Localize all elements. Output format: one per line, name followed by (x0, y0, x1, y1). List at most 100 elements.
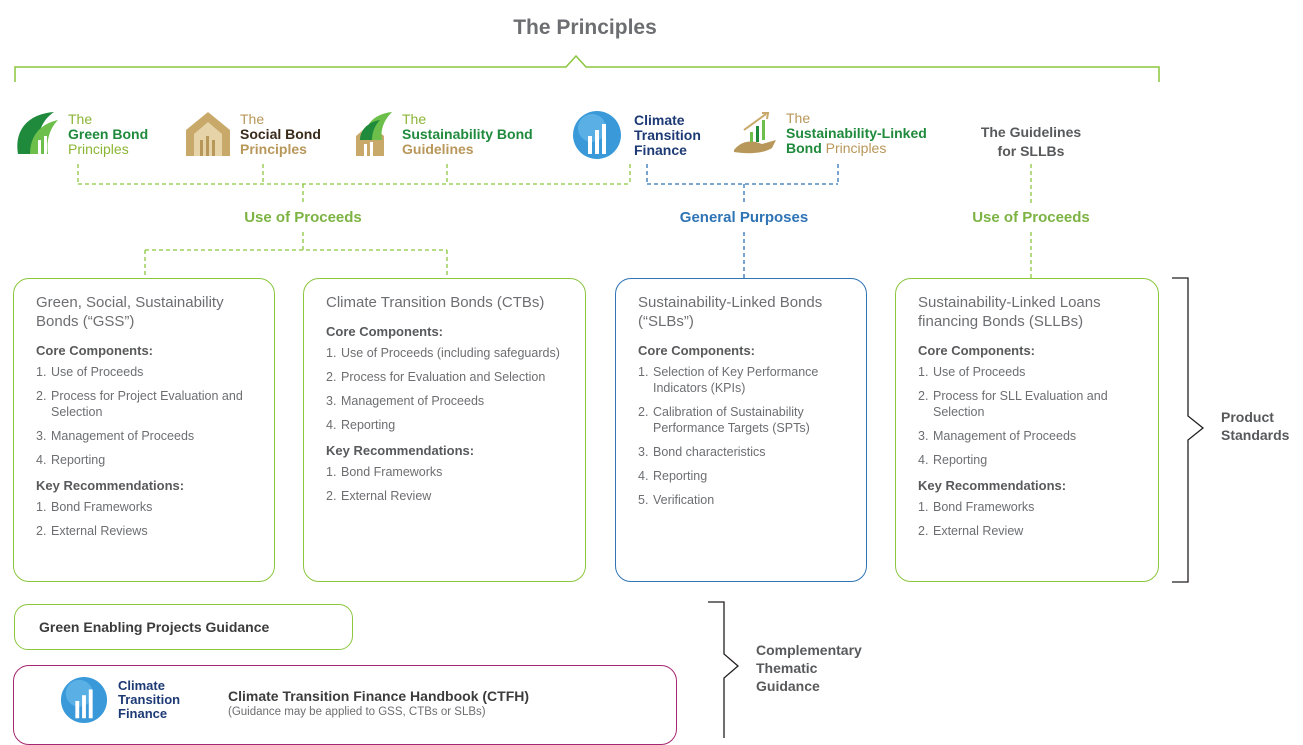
list-item: Management of Proceeds (326, 393, 485, 409)
product-standards-line1: Product (1221, 409, 1274, 425)
green-enabling-label: Green Enabling Projects Guidance (39, 619, 270, 635)
complementary-line2: Thematic (756, 660, 818, 676)
sllb-line1: The Guidelines (980, 124, 1082, 140)
slbp-small-text: The (786, 109, 811, 126)
list-item: Process for Evaluation and Selection (326, 369, 546, 385)
list-item: Use of Proceeds (36, 364, 144, 380)
principles-bracket (14, 54, 1160, 82)
list-item: Bond Frameworks (36, 499, 153, 515)
section-heading: Key Recommendations: (918, 478, 1067, 493)
green-bond-leaf-icon (17, 112, 58, 154)
sustainability-bond-icon (356, 112, 392, 156)
list-item: Use of Proceeds (918, 364, 1026, 380)
page-title: The Principles (513, 16, 657, 39)
ctf-line1: Climate (634, 111, 685, 128)
core-components-list: Use of Proceeds Process for Project Eval… (36, 364, 254, 468)
card-title: Climate Transition Bonds (CTBs) (326, 294, 545, 311)
ctfh-logo-line3: Finance (118, 706, 168, 721)
ctfh-logo-line2: Transition (118, 692, 181, 707)
list-item: Management of Proceeds (918, 428, 1077, 444)
list-item: Selection of Key Performance Indicators … (638, 364, 819, 395)
social-bond-house-icon (186, 112, 230, 156)
globe-icon (60, 676, 108, 724)
ctf-line3: Finance (634, 141, 687, 158)
general-purposes-label: General Purposes (679, 209, 809, 226)
list-item: Calibration of Sustainability Performanc… (638, 404, 810, 435)
use-of-proceeds-label: Use of Proceeds (244, 209, 362, 226)
slbp-line1: Sustainability-Linked (786, 124, 927, 141)
hand-growth-icon (734, 112, 776, 154)
list-item: External Review (326, 488, 432, 504)
sbg-line1: Sustainability Bond (402, 125, 533, 142)
ctf-line2: Transition (634, 126, 701, 143)
list-item: Bond characteristics (638, 444, 766, 460)
slbp-line2a: Bond (786, 139, 822, 156)
climate-transition-finance-logo: Climate Transition Finance (572, 110, 701, 160)
gbp-line1: Green Bond (68, 125, 149, 142)
card-title: Sustainability-Linked Bonds (“SLBs”) (638, 294, 823, 330)
core-components-list: Use of Proceeds (including safeguards) P… (326, 345, 565, 433)
list-item: Bond Frameworks (326, 464, 443, 480)
section-heading: Key Recommendations: (326, 443, 475, 458)
list-item: Reporting (326, 417, 396, 433)
list-item: External Review (918, 523, 1024, 539)
list-item: Process for SLL Evaluation and Selection (918, 388, 1108, 419)
list-item: External Reviews (36, 523, 148, 539)
sbp-line1: Social Bond (240, 125, 321, 142)
product-standards-line2: Standards (1221, 427, 1290, 443)
gbp-line2: Principles (68, 140, 129, 157)
sustainability-linked-bond-principles-logo: The Sustainability-Linked Bond Principle… (732, 110, 927, 156)
sbp-line2: Principles (240, 140, 307, 157)
card-sllb: Sustainability-Linked Loans financing Bo… (895, 278, 1159, 582)
card-title: Green, Social, Sustainability Bonds (“GS… (36, 294, 224, 330)
complementary-thematic-guidance-label: Complementary Thematic Guidance (756, 641, 862, 695)
list-item: Management of Proceeds (36, 428, 195, 444)
card-gss: Green, Social, Sustainability Bonds (“GS… (13, 278, 275, 582)
sbg-small-text: The (402, 110, 427, 127)
sllb-line2: for SLLBs (997, 143, 1065, 159)
list-item: Process for Project Evaluation and Selec… (36, 388, 243, 419)
core-components-list: Selection of Key Performance Indicators … (638, 364, 846, 508)
ctfh-logo: Climate Transition Finance (60, 676, 180, 724)
slbp-line2b: Principles (825, 139, 887, 156)
key-recommendations-list: Bond Frameworks External Review (918, 499, 1138, 539)
gbp-small-text: The (68, 110, 93, 127)
section-heading: Key Recommendations: (36, 478, 185, 493)
list-item: Bond Frameworks (918, 499, 1035, 515)
section-heading: Core Components: (918, 343, 1035, 358)
ctfh-title: Climate Transition Finance Handbook (CTF… (228, 688, 530, 704)
general-purposes-connectors (646, 164, 839, 279)
sbp-small-text: The (240, 110, 265, 127)
key-recommendations-list: Bond Frameworks External Review (326, 464, 565, 504)
list-item: Reporting (36, 452, 106, 468)
list-item: Reporting (638, 468, 708, 484)
card-slb: Sustainability-Linked Bonds (“SLBs”) Cor… (615, 278, 867, 582)
list-item: Use of Proceeds (including safeguards) (326, 345, 560, 361)
globe-icon (573, 111, 621, 159)
green-enabling-projects-guidance: Green Enabling Projects Guidance (14, 604, 353, 650)
complementary-bracket (708, 601, 739, 738)
social-bond-principles-logo: The Social Bond Principles (184, 110, 321, 158)
section-heading: Core Components: (326, 324, 443, 339)
use-of-proceeds-connectors (77, 164, 1032, 279)
complementary-line1: Complementary (756, 642, 862, 658)
green-bond-principles-logo: The Green Bond Principles (14, 110, 148, 158)
list-item: Reporting (918, 452, 988, 468)
ctfh-box: Climate Transition Finance Climate Trans… (13, 665, 677, 745)
key-recommendations-list: Bond Frameworks External Reviews (36, 499, 254, 539)
core-components-list: Use of Proceeds Process for SLL Evaluati… (918, 364, 1138, 468)
section-heading: Core Components: (638, 343, 755, 358)
card-title: Sustainability-Linked Loans financing Bo… (918, 294, 1101, 330)
sbg-line2: Guidelines (402, 140, 474, 157)
ctfh-logo-line1: Climate (118, 678, 165, 693)
product-standards-label: Product Standards (1221, 408, 1289, 444)
complementary-line3: Guidance (756, 678, 820, 694)
sllb-guidelines-logo: The Guidelines for SLLBs (960, 123, 1102, 161)
list-item: Verification (638, 492, 715, 508)
sustainability-bond-guidelines-logo: The Sustainability Bond Guidelines (354, 110, 533, 158)
section-heading: Core Components: (36, 343, 153, 358)
card-ctb: Climate Transition Bonds (CTBs) Core Com… (303, 278, 586, 582)
ctfh-subtitle: (Guidance may be applied to GSS, CTBs or… (228, 706, 486, 718)
product-standards-bracket (1172, 277, 1205, 583)
